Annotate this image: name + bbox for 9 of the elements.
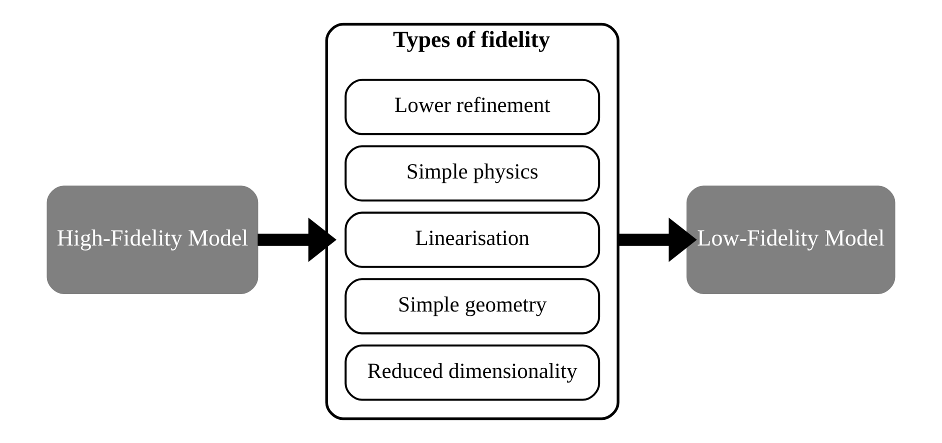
node-box: Lower refinement — [344, 78, 600, 136]
node-box: Simple geometry — [344, 278, 600, 334]
node-box: Low-Fidelity Model — [686, 186, 896, 294]
node-box: Linearisation — [344, 212, 600, 268]
node-box: Reduced dimensionality — [344, 344, 600, 401]
arrow — [618, 218, 697, 262]
arrow — [258, 218, 336, 262]
node-box: Simple physics — [344, 145, 600, 202]
node-box: High-Fidelity Model — [46, 186, 258, 294]
